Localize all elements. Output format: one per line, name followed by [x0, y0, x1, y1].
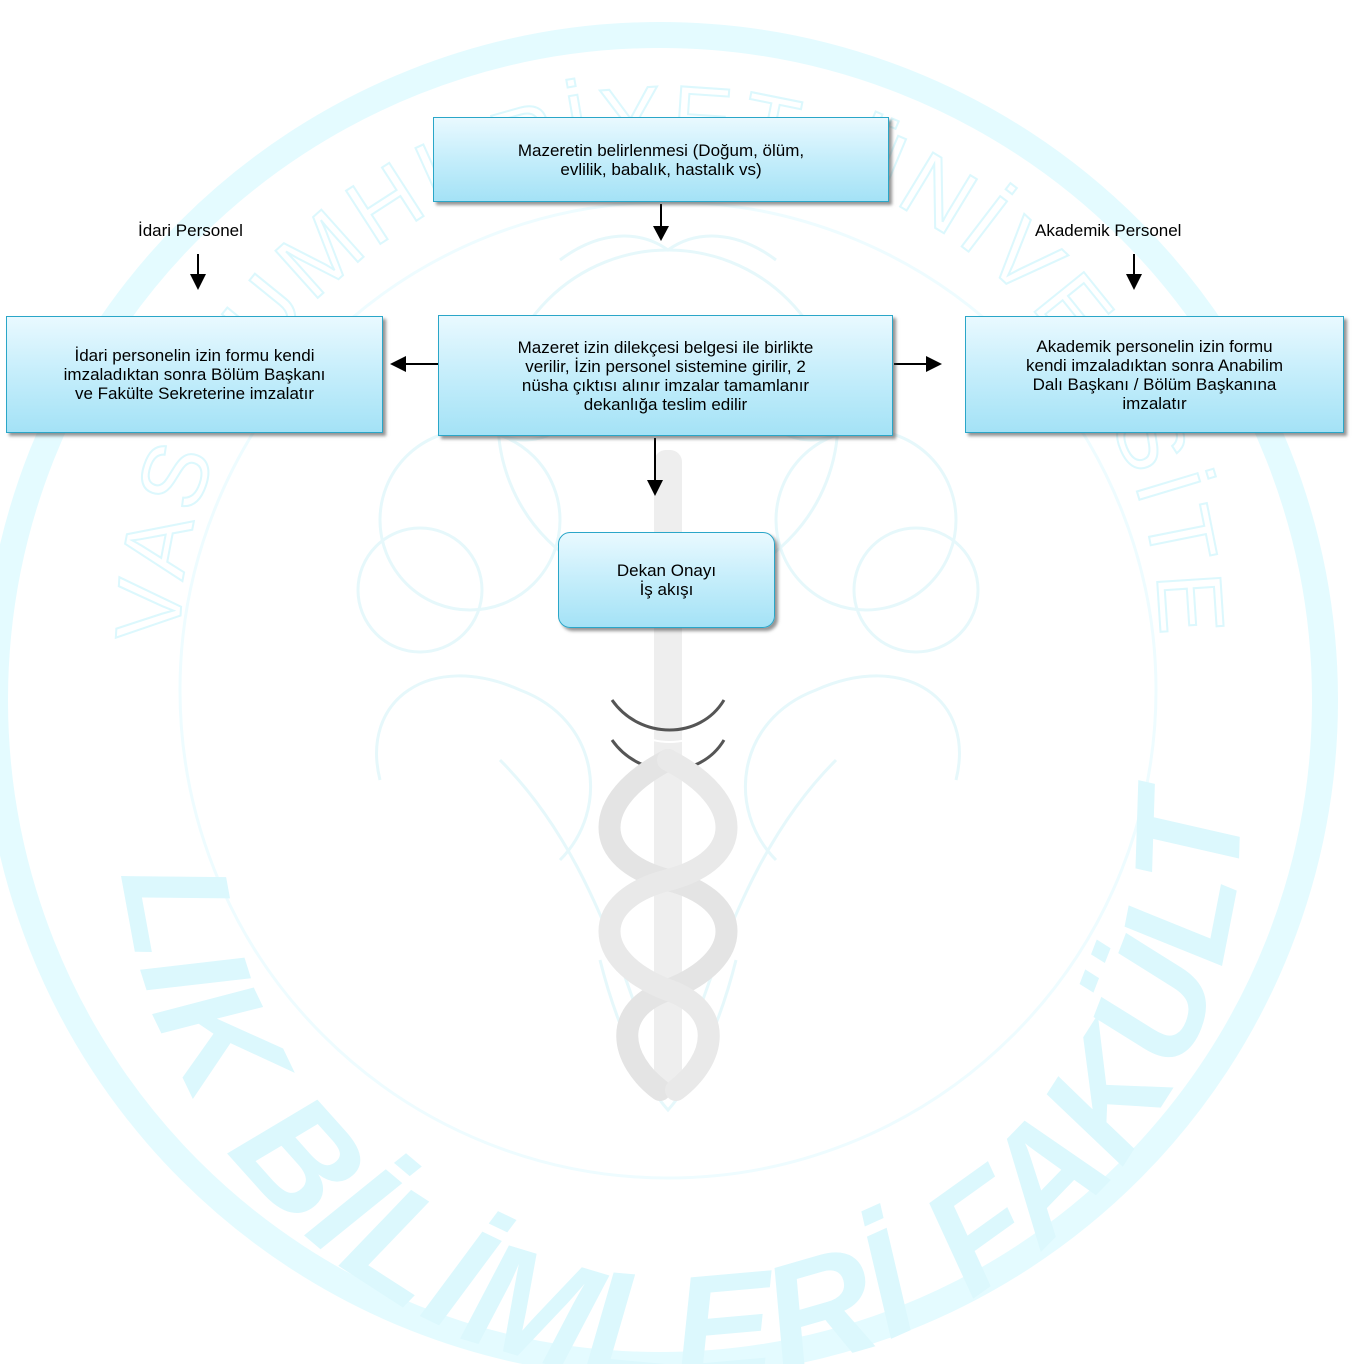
akademik-personel-label: Akademik Personel [1035, 221, 1182, 240]
dekan-onayi-box: Dekan Onayı İş akışı [558, 532, 775, 628]
seal-outer-ring [0, 22, 1338, 1364]
idari-personel-label: İdari Personel [138, 221, 243, 240]
seal-inner-ring [178, 200, 1158, 1180]
mazeret-text: Mazeretin belirlenmesi (Doğum, ölüm, evl… [517, 140, 805, 179]
akademik-box-text: Akademik personelin izin formu kendi imz… [1025, 336, 1284, 413]
dilekce-box: Mazeret izin dilekçesi belgesi ile birli… [438, 315, 893, 436]
mazeret-box: Mazeretin belirlenmesi (Doğum, ölüm, evl… [433, 117, 889, 202]
dekan-text: Dekan Onayı İş akışı [616, 561, 717, 599]
idari-personel-box: İdari personelin izin formu kendi imzala… [6, 316, 383, 433]
akademik-personel-box: Akademik personelin izin formu kendi imz… [965, 316, 1344, 433]
idari-box-text: İdari personelin izin formu kendi imzala… [63, 346, 326, 403]
dilekce-text: Mazeret izin dilekçesi belgesi ile birli… [517, 337, 814, 414]
